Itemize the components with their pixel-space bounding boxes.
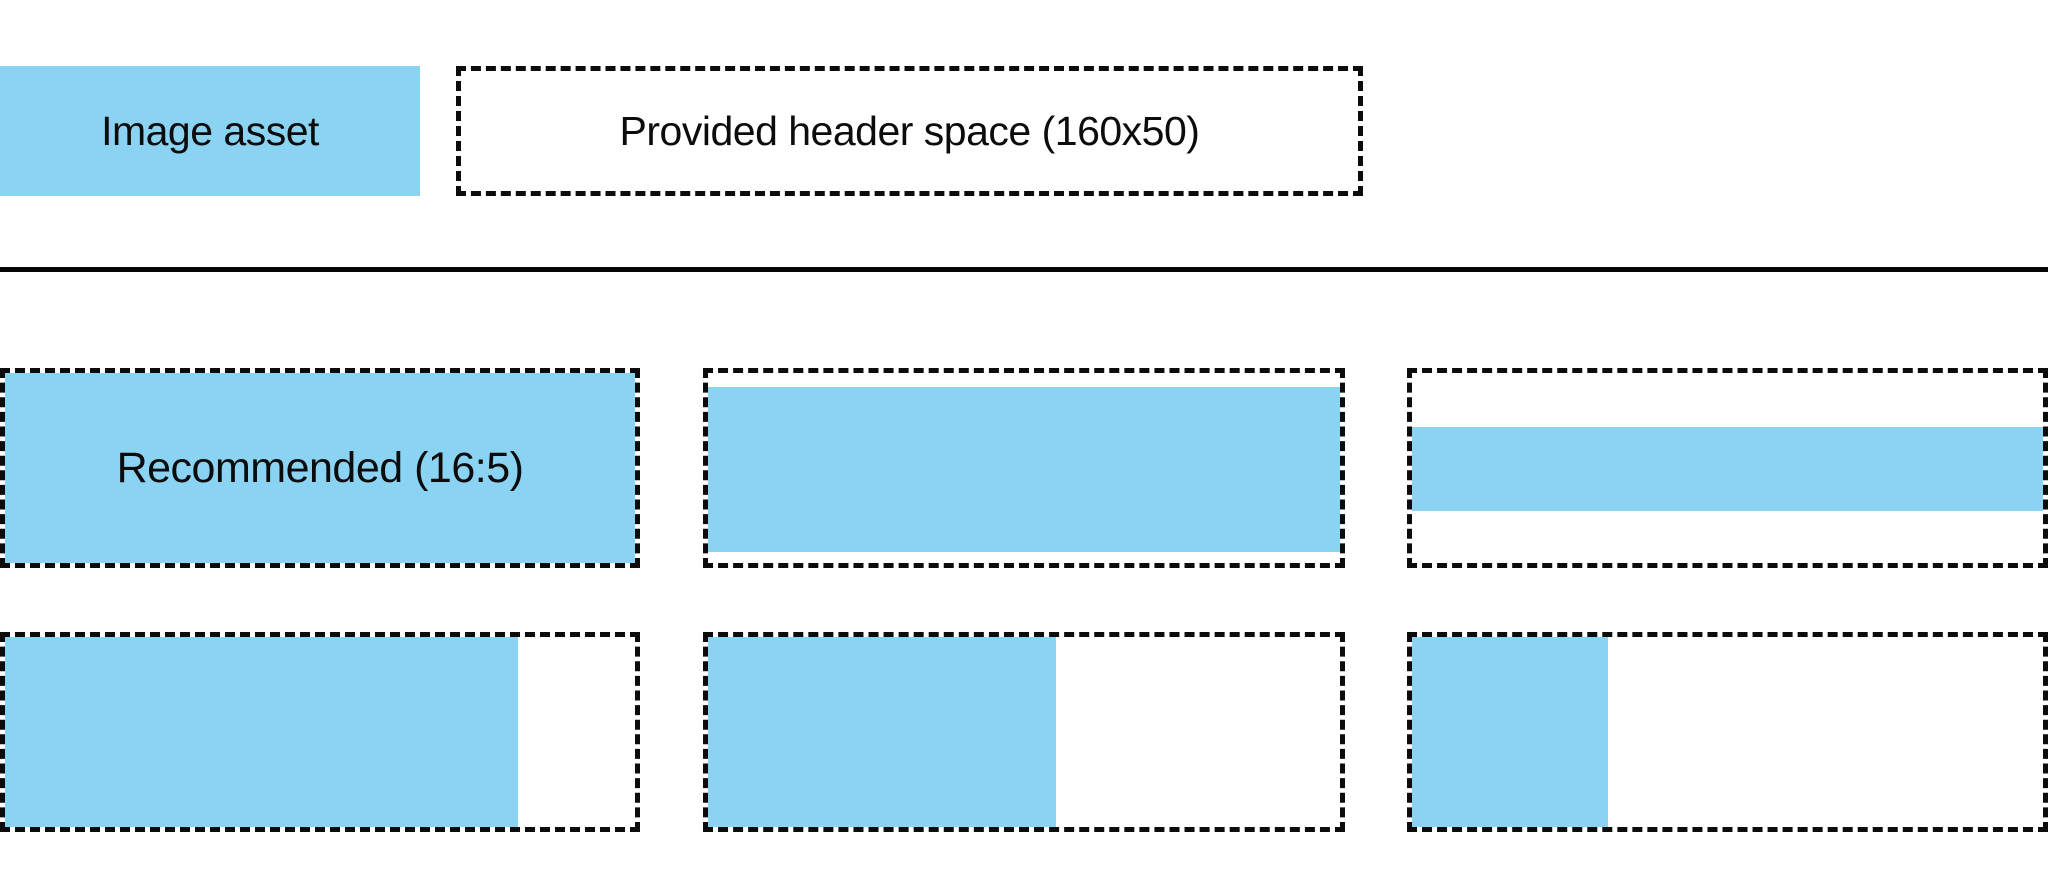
header-space-label: Provided header space (160x50) xyxy=(619,107,1200,154)
image-asset-fill xyxy=(1412,426,2043,511)
image-asset-fill xyxy=(708,637,1056,827)
image-asset-fill xyxy=(5,637,519,827)
header-space-legend-box: Provided header space (160x50) xyxy=(456,66,1363,196)
image-asset-label: Image asset xyxy=(101,107,319,154)
header-space-example-recommended: Recommended (16:5) xyxy=(0,368,640,568)
image-asset-swatch: Image asset xyxy=(0,66,420,196)
section-divider xyxy=(0,267,2048,272)
header-space-example-2 xyxy=(703,368,1345,568)
image-asset-fill: Recommended (16:5) xyxy=(5,373,635,563)
header-space-example-6 xyxy=(1407,632,2048,832)
image-asset-fill xyxy=(708,387,1340,552)
header-space-example-4 xyxy=(0,632,640,832)
recommended-label: Recommended (16:5) xyxy=(116,443,524,492)
image-asset-fill xyxy=(1412,637,1608,827)
header-space-example-3 xyxy=(1407,368,2048,568)
header-space-example-5 xyxy=(703,632,1345,832)
